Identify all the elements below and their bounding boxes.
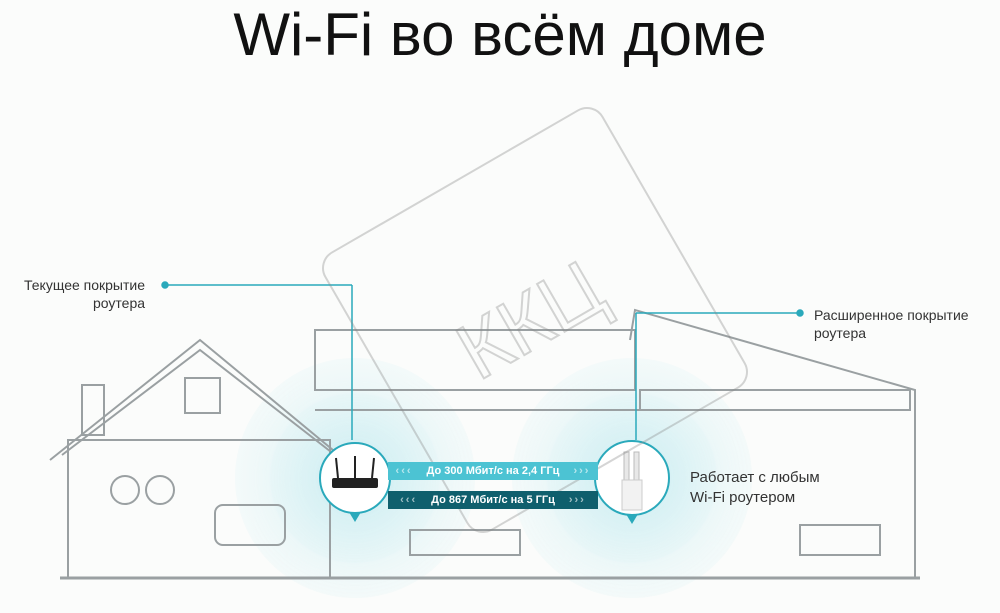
compat-line: Wi-Fi роутером	[690, 489, 796, 506]
arrows-right-icon: ›››	[573, 465, 591, 477]
arrows-left-icon: ‹‹‹	[400, 494, 418, 506]
label-line: роутера	[93, 295, 146, 311]
compat-line: Работает с любым	[690, 469, 820, 486]
band-text: До 867 Мбит/с на 5 ГГц	[431, 494, 555, 506]
band-24ghz: ‹‹‹ До 300 Мбит/с на 2,4 ГГц ›››	[388, 462, 598, 480]
arrows-left-icon: ‹‹‹	[395, 465, 413, 477]
callout-lines	[161, 281, 804, 440]
label-line: Текущее покрытие	[24, 277, 146, 293]
arrows-right-icon: ›››	[568, 494, 586, 506]
band-text: До 300 Мбит/с на 2,4 ГГц	[426, 465, 560, 477]
page-title: Wi-Fi во всём доме	[233, 1, 767, 68]
extender-bubble	[594, 440, 670, 524]
label-line: Расширенное покрытие	[814, 307, 969, 323]
label-line: роутера	[814, 325, 867, 341]
compatibility-text: Работает с любым Wi-Fi роутером	[690, 468, 820, 508]
current-coverage-label: Текущее покрытие роутера	[24, 276, 145, 312]
extended-coverage-label: Расширенное покрытие роутера	[814, 306, 969, 342]
band-5ghz: ‹‹‹ До 867 Мбит/с на 5 ГГц ›››	[388, 491, 598, 509]
router-bubble	[319, 442, 391, 522]
house-outline	[49, 308, 920, 580]
